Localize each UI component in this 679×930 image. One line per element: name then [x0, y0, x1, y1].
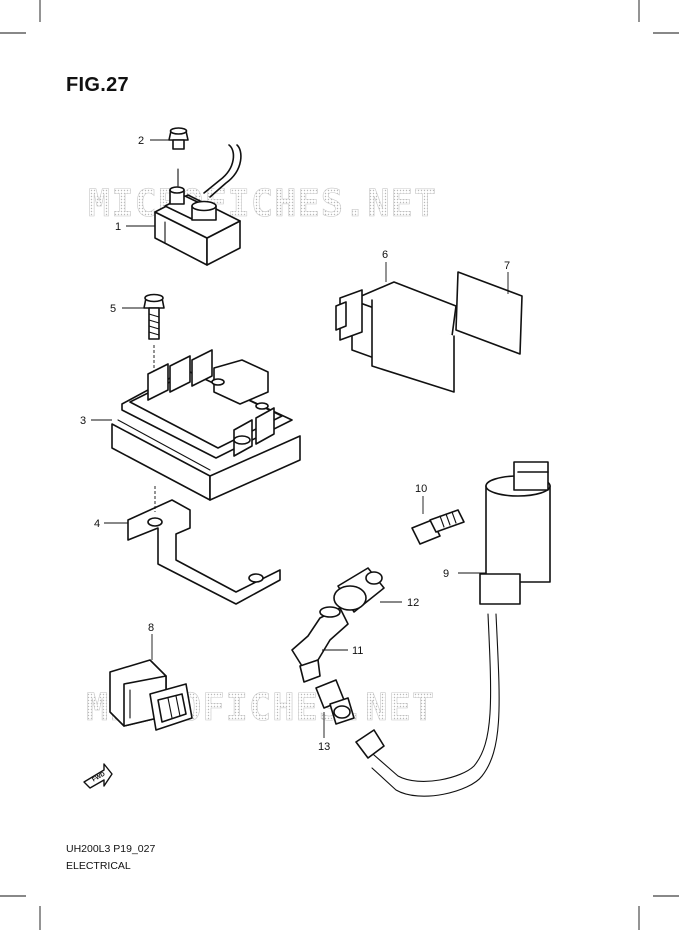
callout-12: 12: [407, 597, 419, 609]
callout-7: 7: [504, 260, 510, 272]
footer-code: UH200L3 P19_027: [66, 843, 156, 855]
part-12-cover: [333, 567, 402, 613]
callout-9: 9: [443, 568, 449, 580]
callout-10: 10: [415, 483, 427, 495]
part-9-ignition-coil: [355, 461, 551, 797]
figure-title: FIG.27: [66, 74, 129, 96]
part-8-relay: [109, 634, 193, 731]
part-6-ecm: [335, 262, 457, 393]
callout-8: 8: [148, 622, 154, 634]
callout-1: 1: [115, 221, 121, 233]
watermark-top: MICROFICHES.NET: [88, 182, 437, 225]
callout-6: 6: [382, 249, 388, 261]
fwd-arrow-icon: FWD: [83, 763, 113, 789]
callout-2: 2: [138, 135, 144, 147]
callout-4: 4: [94, 518, 100, 530]
part-3-regulator: [91, 349, 301, 501]
part-1-starter-relay: [126, 144, 242, 266]
callout-11: 11: [352, 645, 363, 657]
part-7-pad: [455, 271, 523, 355]
callout-13: 13: [318, 741, 330, 753]
part-2-cap: [150, 127, 189, 150]
footer-section: ELECTRICAL: [66, 860, 131, 872]
part-11-plug-cap: [291, 606, 349, 683]
part-5-bolt: [122, 293, 165, 384]
callout-5: 5: [110, 303, 116, 315]
part-4-bracket: [104, 486, 281, 605]
part-10-bolt: [411, 496, 465, 545]
callout-3: 3: [80, 415, 86, 427]
part-13-seal: [315, 679, 355, 738]
